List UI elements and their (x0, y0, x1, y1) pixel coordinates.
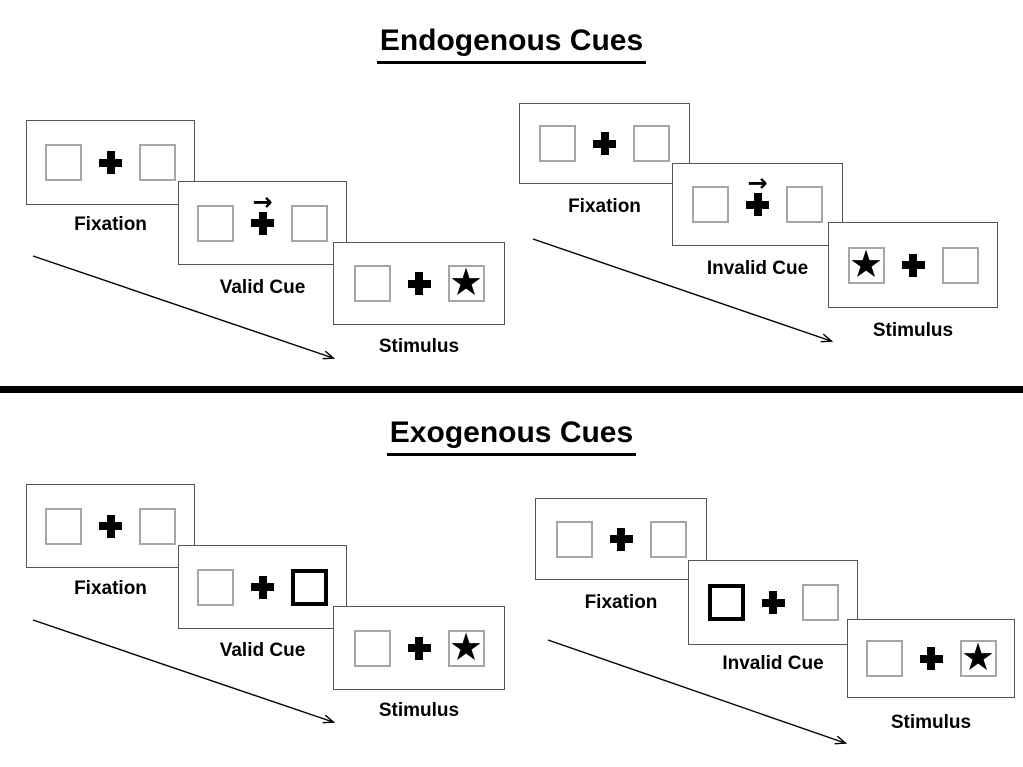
left-box (197, 204, 234, 242)
left-box: ★ (847, 241, 885, 286)
section-divider (0, 386, 1023, 393)
card-label: Invalid Cue (706, 258, 809, 279)
left-box (45, 144, 82, 181)
cue-direction-arrow-icon: → (252, 187, 273, 216)
fixation-cross-icon: → (251, 190, 274, 235)
fixation-cross-icon (99, 151, 122, 174)
left-box (353, 265, 391, 302)
fixation-cross-icon (901, 253, 925, 277)
left-box-cue-highlight (707, 584, 745, 621)
card-row: ★ (353, 624, 485, 669)
card-row: → (197, 190, 328, 242)
card-label: Fixation (568, 196, 641, 217)
right-box (633, 125, 670, 162)
stimulus-card: ★ (333, 242, 505, 325)
card-label: Stimulus (378, 336, 460, 357)
card-row (555, 520, 687, 558)
fixation-card (26, 484, 195, 568)
panel-endogenous-invalid: Fixation → Invalid Cue ★ Stimulus (519, 103, 999, 353)
card-label: Stimulus (872, 320, 954, 341)
fixation-card (535, 498, 707, 580)
right-box: ★ (447, 624, 485, 669)
left-box (353, 629, 391, 667)
stimulus-card: ★ (333, 606, 505, 690)
fixation-card (519, 103, 690, 184)
left-box (197, 568, 234, 606)
right-box: ★ (959, 635, 997, 679)
card-label: Fixation (74, 214, 147, 235)
right-box (786, 186, 823, 223)
star-icon: ★ (960, 635, 996, 679)
fixation-cross-icon: → (746, 171, 769, 216)
invalid-cue-card (688, 560, 858, 645)
section-title-text: Exogenous Cues (386, 416, 637, 456)
card-label: Valid Cue (219, 640, 306, 661)
panel-exogenous-invalid: Fixation Invalid Cue ★ Stimulus (535, 498, 1017, 753)
fixation-card (26, 120, 195, 205)
card-label: Stimulus (890, 712, 972, 733)
right-box (139, 507, 176, 545)
invalid-cue-card: → (672, 163, 843, 246)
left-box (539, 125, 576, 162)
card-row: ★ (847, 241, 979, 286)
card-label: Fixation (584, 592, 658, 613)
left-box (692, 186, 729, 223)
star-icon: ★ (848, 241, 884, 286)
left-box (865, 640, 903, 677)
star-icon: ★ (448, 624, 484, 669)
card-row: ★ (353, 260, 485, 304)
card-row (707, 584, 839, 621)
fixation-cross-icon (919, 647, 943, 670)
cue-direction-arrow-icon: → (747, 169, 768, 197)
fixation-cross-icon (99, 514, 122, 538)
right-box (291, 204, 328, 242)
stimulus-card: ★ (828, 222, 998, 308)
fixation-cross-icon (407, 272, 431, 295)
fixation-cross-icon (761, 591, 785, 614)
card-row: → (692, 171, 823, 223)
card-row (197, 568, 328, 606)
section-title-endogenous: Endogenous Cues (0, 24, 1023, 64)
card-label: Stimulus (378, 700, 460, 721)
panel-exogenous-valid: Fixation Valid Cue ★ Stimulus (26, 484, 506, 734)
stimulus-card: ★ (847, 619, 1015, 698)
card-label: Valid Cue (219, 277, 306, 298)
fixation-cross-icon (407, 636, 431, 660)
right-box (941, 246, 979, 284)
panel-endogenous-valid: Fixation → Valid Cue ★ Stimulus (26, 120, 506, 370)
right-box (139, 144, 176, 181)
card-row (539, 125, 670, 162)
right-box-cue-highlight (291, 568, 328, 606)
right-box (649, 520, 687, 558)
card-row: ★ (865, 635, 997, 679)
card-label: Fixation (74, 578, 147, 599)
left-box (555, 520, 593, 558)
right-box (801, 584, 839, 621)
fixation-cross-icon (593, 132, 616, 155)
right-box: ★ (447, 260, 485, 304)
valid-cue-card: → (178, 181, 347, 265)
fixation-cross-icon (251, 575, 274, 599)
valid-cue-card (178, 545, 347, 629)
section-title-text: Endogenous Cues (376, 24, 647, 64)
card-row (45, 144, 176, 181)
star-icon: ★ (448, 260, 484, 304)
card-row (45, 507, 176, 545)
card-label: Invalid Cue (722, 653, 824, 674)
section-title-exogenous: Exogenous Cues (0, 416, 1023, 456)
fixation-cross-icon (609, 527, 633, 551)
left-box (45, 507, 82, 545)
